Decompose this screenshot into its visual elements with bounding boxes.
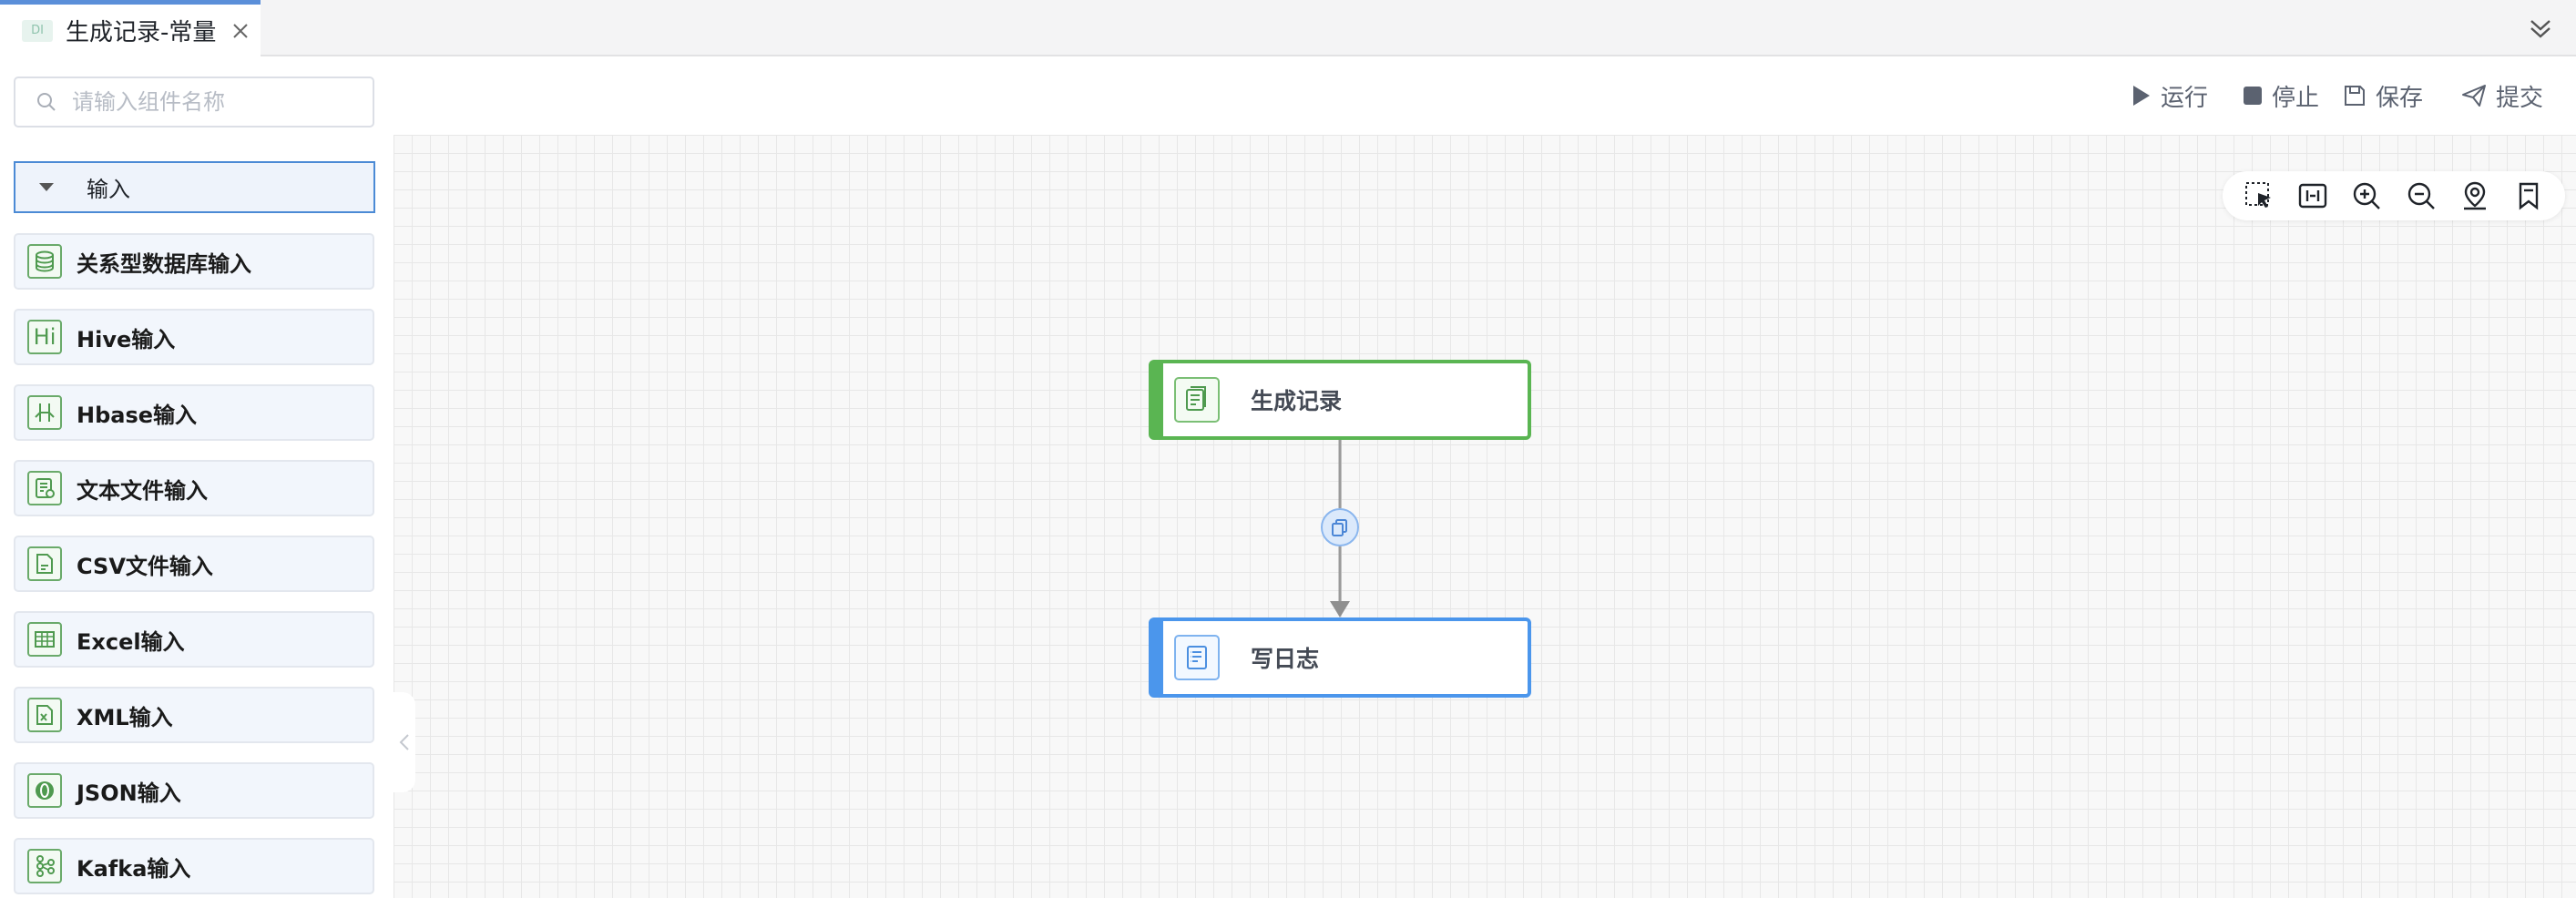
locate-icon[interactable] [2458,179,2492,213]
toolbar: 运行 停止 保存 提交 [394,56,2576,136]
run-label: 运行 [2161,84,2209,112]
palette-item-label: Kafka输入 [77,855,191,882]
palette-item-hive-input[interactable]: Hi Hive输入 [14,309,374,365]
palette-item-xml-input[interactable]: XML输入 [14,687,374,743]
tab-badge: DI [22,19,53,42]
component-palette: 输入 关系型数据库输入 Hi Hive输入 Hbase输入 文本文件输入 CSV… [0,56,394,898]
edge-copy-icon[interactable] [1321,508,1359,546]
search-input[interactable] [70,88,365,116]
log-document-icon [1174,635,1220,680]
caret-down-icon [39,183,54,191]
tab-bar: DI 生成记录-常量 [0,0,2576,56]
send-icon [2462,85,2486,107]
double-chevron-down-icon[interactable] [2527,15,2554,42]
palette-item-text-file-input[interactable]: 文本文件输入 [14,460,374,516]
palette-item-hbase-input[interactable]: Hbase输入 [14,384,374,441]
chevron-left-icon [399,734,409,750]
play-icon [2133,86,2150,106]
run-button[interactable]: 运行 [2130,80,2209,112]
box-select-icon[interactable] [2242,179,2276,213]
flow-canvas[interactable] [394,135,2576,898]
zoom-out-icon[interactable] [2404,179,2438,213]
canvas-toolbar [2223,171,2565,220]
zoom-in-icon[interactable] [2349,179,2384,213]
flow-node-generate-records[interactable]: 生成记录 [1149,360,1531,440]
json-icon [27,773,62,808]
search-icon [36,91,57,113]
save-icon [2345,86,2365,106]
group-label: 输入 [87,177,130,202]
palette-item-csv-file-input[interactable]: CSV文件输入 [14,536,374,592]
palette-item-json-input[interactable]: JSON输入 [14,762,374,819]
palette-item-excel-input[interactable]: Excel输入 [14,611,374,668]
xml-file-icon [27,698,62,732]
stop-icon [2244,87,2262,105]
palette-item-label: Hbase输入 [77,402,198,428]
document-list-icon [1174,377,1220,423]
tab-title: 生成记录-常量 [66,19,217,46]
fit-view-icon[interactable] [2295,179,2330,213]
submit-button[interactable]: 提交 [2461,80,2544,112]
hbase-icon [27,395,62,430]
palette-item-label: JSON输入 [77,780,181,806]
kafka-icon [27,849,62,883]
group-header-input[interactable]: 输入 [14,161,375,213]
excel-table-icon [27,622,62,657]
palette-item-label: 关系型数据库输入 [77,250,251,277]
palette-item-label: CSV文件输入 [77,553,213,579]
palette-item-kafka-input[interactable]: Kafka输入 [14,838,374,894]
text-file-icon [27,471,62,505]
submit-label: 提交 [2496,84,2544,112]
save-label: 保存 [2376,84,2424,112]
stop-button[interactable]: 停止 [2243,80,2320,112]
palette-item-label: Excel输入 [77,628,185,655]
node-label: 写日志 [1251,646,1320,672]
palette-item-label: 文本文件输入 [77,477,208,504]
save-button[interactable]: 保存 [2343,80,2424,112]
collapse-sidebar-handle[interactable] [394,692,415,792]
palette-item-rdb-input[interactable]: 关系型数据库输入 [14,233,374,290]
close-icon[interactable] [230,21,250,41]
tab-active[interactable]: DI 生成记录-常量 [0,0,261,56]
palette-item-label: Hive输入 [77,326,176,352]
node-label: 生成记录 [1251,388,1343,414]
palette-item-label: XML输入 [77,704,173,730]
stop-label: 停止 [2272,84,2320,112]
hive-icon: Hi [27,320,62,354]
flow-node-write-log[interactable]: 写日志 [1149,617,1531,698]
search-box[interactable] [14,77,374,128]
csv-file-icon [27,546,62,581]
bookmark-icon[interactable] [2511,179,2546,213]
database-icon [27,244,62,279]
